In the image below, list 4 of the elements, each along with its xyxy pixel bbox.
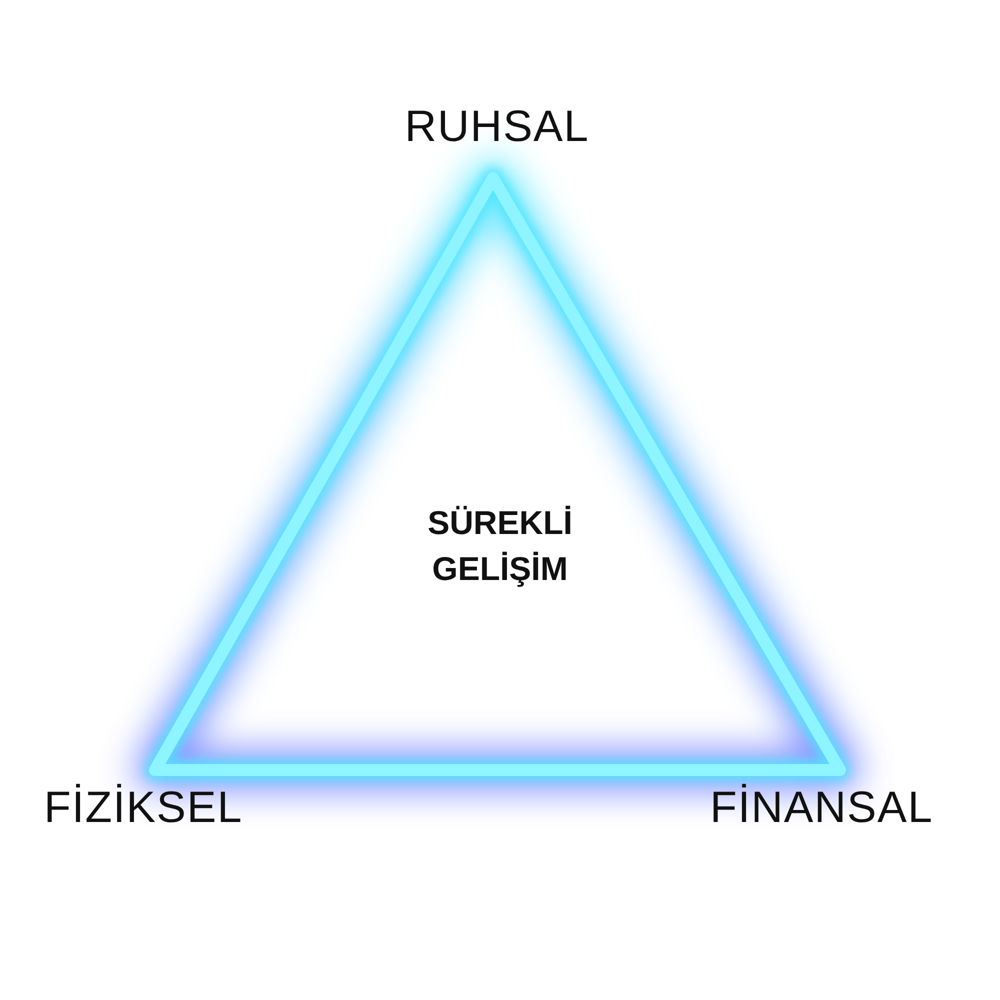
corner-label: RUHSAL <box>404 102 590 152</box>
corner-label: FİNANSAL <box>710 783 934 833</box>
corner-label: FİZİKSEL <box>44 783 243 833</box>
center-label: SÜREKLİ GELİŞİM <box>426 503 574 589</box>
